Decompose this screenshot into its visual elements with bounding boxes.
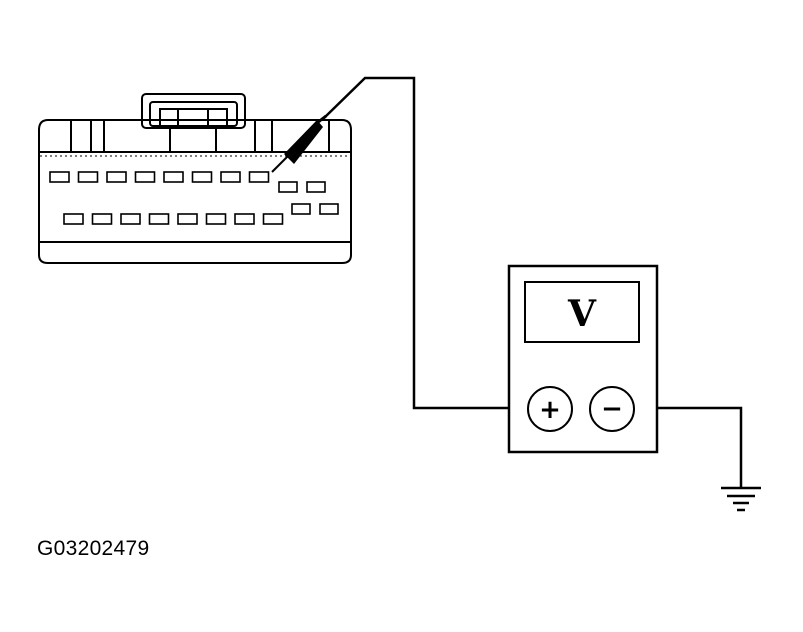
connector-pins: [49, 171, 339, 225]
connector-pin: [63, 213, 84, 225]
positive-lead: [323, 76, 525, 410]
connector-pin: [177, 213, 198, 225]
connector-pin: [306, 181, 326, 193]
connector-pin: [120, 213, 141, 225]
connector-pin: [262, 213, 284, 225]
ground-icon: [721, 486, 761, 512]
voltmeter-display: [524, 281, 640, 343]
probe-icon: [271, 114, 327, 173]
voltmeter-display-label: V: [567, 293, 597, 335]
positive-terminal: [527, 386, 573, 432]
test-leads: [323, 76, 743, 487]
connector-pin: [191, 171, 213, 183]
connector-latch-window: [159, 108, 228, 127]
connector-latch-inner: [149, 101, 238, 127]
connector-pin: [163, 171, 184, 183]
connector-pin: [205, 213, 227, 225]
connector-pin: [148, 213, 170, 225]
connector-body: [38, 119, 352, 264]
connector-pin: [220, 171, 241, 183]
connector-latch: [141, 93, 246, 129]
connector-pin: [278, 181, 298, 193]
connector-pin: [291, 203, 311, 215]
connector-pin: [49, 171, 70, 183]
connector-pin: [319, 203, 339, 215]
positive-terminal-sign: +: [539, 395, 561, 425]
connector-pin: [106, 171, 127, 183]
connector-pin: [134, 171, 156, 183]
connector-icon: [38, 93, 352, 264]
connector-pin: [234, 213, 255, 225]
figure-id: G03202479: [37, 537, 150, 560]
connector-pin: [248, 171, 270, 183]
voltmeter-icon: V + −: [507, 264, 659, 454]
negative-terminal-sign: −: [601, 394, 623, 424]
negative-terminal: [589, 386, 635, 432]
connector-pin: [77, 171, 99, 183]
negative-lead: [636, 406, 743, 487]
connector-pin: [91, 213, 113, 225]
